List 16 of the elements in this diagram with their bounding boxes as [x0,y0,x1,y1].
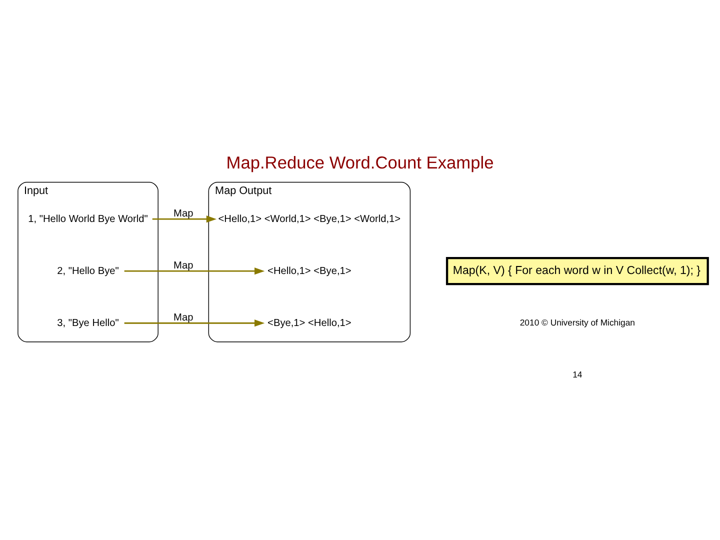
node-text: 1, "Hello World Bye World" [28,214,148,225]
diagram-title: Map.Reduce Word.Count Example [226,152,494,173]
arrow [124,320,265,327]
node-box: Map(K, V) { For each word w in V Collect(w, 1); } [446,257,709,286]
edge-label: Map [174,260,194,272]
edge-label: Map [174,208,194,220]
arrow [152,216,217,223]
node-text: <Hello,1> <World,1> <Bye,1> <World,1> [218,214,401,225]
node-text: 3, "Bye Hello" [57,318,119,329]
node-text: <Hello,1> <Bye,1> [268,266,352,277]
node-text: <Bye,1> <Hello,1> [268,318,352,329]
edge-label: Map [174,312,194,324]
label: 14 [572,369,582,380]
label: 2010 © University of Michigan [520,317,635,328]
arrow [124,268,265,275]
node-text: 2, "Hello Bye" [57,266,119,277]
